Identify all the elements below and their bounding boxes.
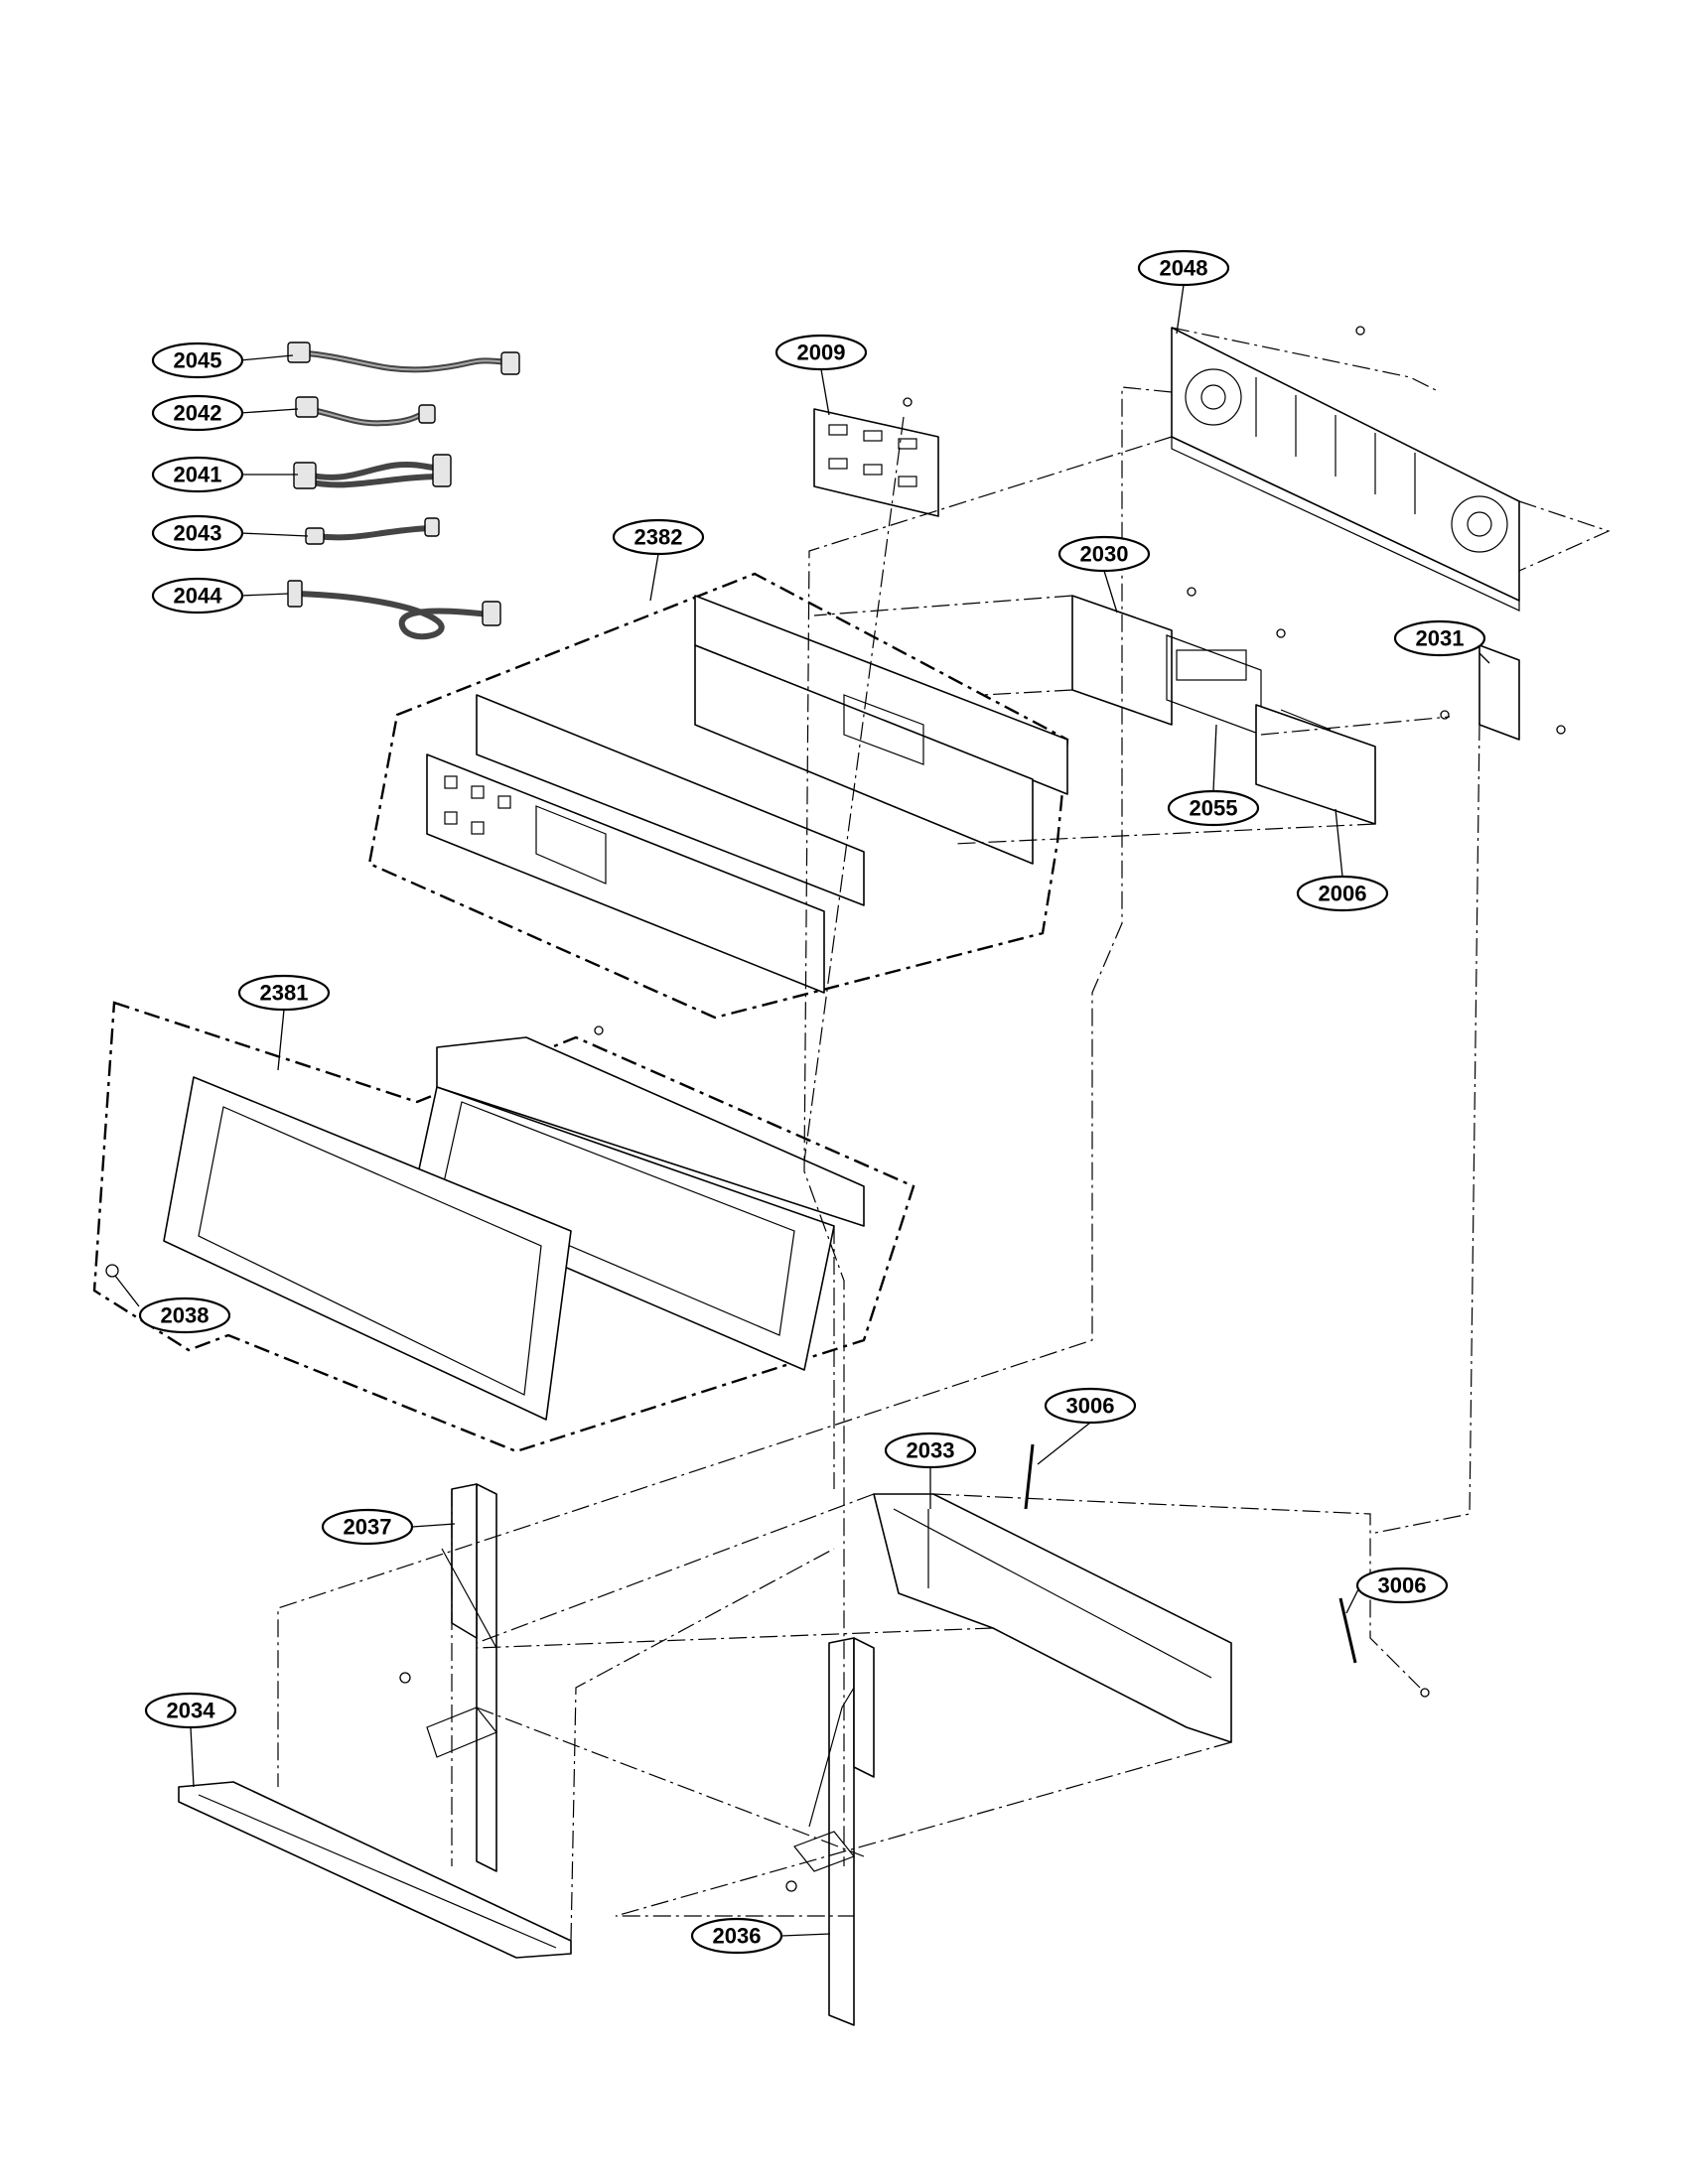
wire-harness-2045 bbox=[287, 341, 520, 375]
callout-2031: 2031 bbox=[1393, 619, 1486, 657]
bracket-2036 bbox=[785, 1637, 875, 2026]
rail-2034 bbox=[178, 1781, 572, 1959]
svg-text:2382: 2382 bbox=[634, 525, 683, 550]
wire-harness-2043 bbox=[305, 517, 440, 545]
leader-lines bbox=[114, 284, 1490, 1937]
callout-2055: 2055 bbox=[1167, 789, 1260, 827]
svg-text:2034: 2034 bbox=[167, 1699, 216, 1723]
svg-text:2033: 2033 bbox=[907, 1438, 955, 1463]
wire-harness-2042 bbox=[295, 396, 436, 427]
svg-text:2009: 2009 bbox=[797, 341, 846, 365]
svg-text:2041: 2041 bbox=[174, 463, 222, 487]
svg-text:2031: 2031 bbox=[1416, 626, 1465, 651]
bracket-2037 bbox=[399, 1483, 497, 1872]
callout-2034: 2034 bbox=[144, 1692, 237, 1729]
callout-2045: 2045 bbox=[151, 341, 244, 379]
module-2006 bbox=[1255, 704, 1450, 825]
pin-3006-a bbox=[1024, 1443, 1035, 1510]
svg-text:2048: 2048 bbox=[1160, 256, 1208, 281]
callout-2006: 2006 bbox=[1296, 875, 1389, 912]
bracket-2030 bbox=[1071, 587, 1286, 736]
callout-2041: 2041 bbox=[151, 456, 244, 493]
callout-2033: 2033 bbox=[884, 1432, 977, 1469]
pin-3006-b bbox=[1338, 1597, 1430, 1698]
svg-text:3006: 3006 bbox=[1378, 1573, 1427, 1598]
callout-2030: 2030 bbox=[1057, 535, 1151, 573]
svg-text:2045: 2045 bbox=[174, 348, 222, 373]
callout-2038: 2038 bbox=[138, 1297, 231, 1334]
callout-2042: 2042 bbox=[151, 394, 244, 432]
wire-harness-2044 bbox=[287, 580, 501, 640]
cover-2031 bbox=[1478, 644, 1566, 741]
callout-3006-a: 3006 bbox=[1044, 1387, 1137, 1425]
callout-2381: 2381 bbox=[237, 974, 331, 1012]
vent-panel-2048 bbox=[1171, 326, 1520, 612]
callout-2036: 2036 bbox=[690, 1917, 783, 1955]
svg-text:2042: 2042 bbox=[174, 401, 222, 426]
assembly-lines bbox=[277, 327, 1611, 1942]
callout-2043: 2043 bbox=[151, 514, 244, 552]
callout-labels: 2045 2042 2041 2043 2044 2009 2048 2382 … bbox=[138, 249, 1486, 1955]
callout-2382: 2382 bbox=[612, 518, 705, 556]
svg-text:2036: 2036 bbox=[713, 1924, 762, 1949]
support-2033 bbox=[873, 1493, 1232, 1743]
control-panel-2382 bbox=[426, 595, 1068, 994]
svg-text:2381: 2381 bbox=[260, 981, 309, 1006]
callout-2048: 2048 bbox=[1137, 249, 1230, 287]
svg-text:2044: 2044 bbox=[174, 584, 223, 609]
svg-text:2055: 2055 bbox=[1190, 796, 1238, 821]
svg-text:2006: 2006 bbox=[1319, 882, 1367, 906]
svg-text:2043: 2043 bbox=[174, 521, 222, 546]
callout-3006-b: 3006 bbox=[1355, 1567, 1449, 1604]
callout-2009: 2009 bbox=[774, 334, 868, 371]
svg-text:2038: 2038 bbox=[161, 1303, 210, 1328]
callout-2044: 2044 bbox=[151, 577, 244, 614]
svg-text:2037: 2037 bbox=[344, 1515, 392, 1540]
svg-text:2030: 2030 bbox=[1080, 542, 1129, 567]
control-board-2009 bbox=[813, 397, 939, 517]
front-trim-2381 bbox=[105, 1025, 865, 1421]
callout-2037: 2037 bbox=[321, 1508, 414, 1546]
svg-text:3006: 3006 bbox=[1066, 1394, 1115, 1419]
wire-harness-2041 bbox=[293, 454, 452, 489]
